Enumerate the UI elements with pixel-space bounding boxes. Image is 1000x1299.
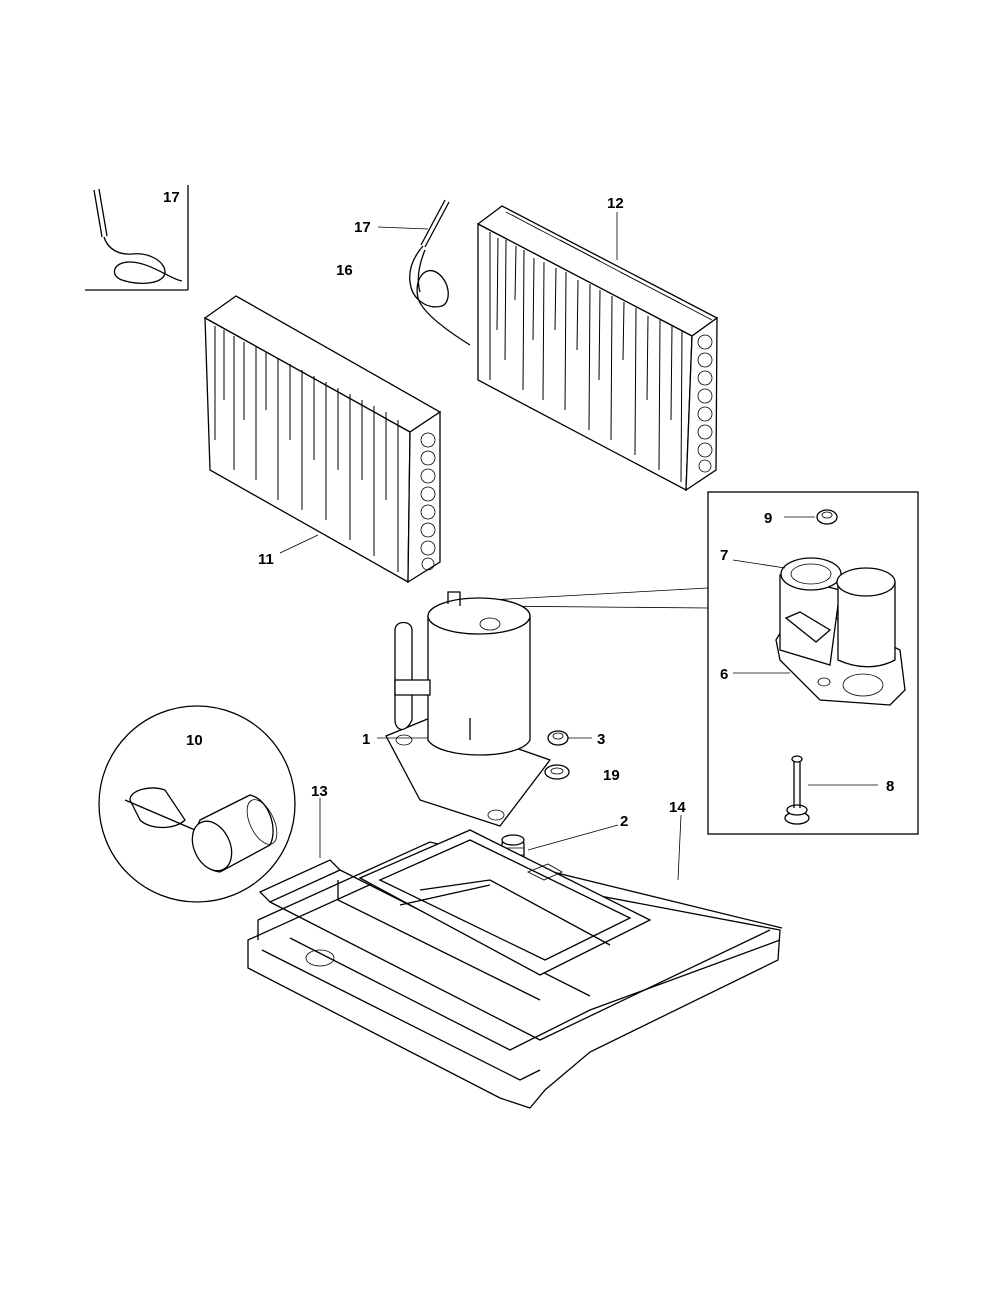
sensor-inset: 17	[85, 185, 189, 291]
coil-12-return-bends	[697, 334, 713, 473]
callout-19: 19	[603, 767, 620, 784]
callout-7: 7	[720, 547, 728, 564]
callout-17: 17	[354, 219, 371, 236]
callout-10: 10	[186, 732, 203, 749]
nut-3	[547, 730, 569, 746]
coil-11	[203, 295, 442, 584]
callout-1: 1	[362, 731, 370, 748]
callout-6: 6	[720, 666, 728, 683]
coil-11-return-bends	[420, 432, 436, 571]
callout-8: 8	[886, 778, 894, 795]
sensor-bulb	[409, 199, 471, 346]
nut-9	[816, 509, 838, 525]
coil-12	[476, 205, 719, 492]
washer-19	[544, 764, 570, 780]
callout-3: 3	[597, 731, 605, 748]
callout-11: 11	[258, 551, 274, 568]
detail-inset-box	[707, 491, 919, 835]
callout-9: 9	[764, 510, 772, 527]
callout-13: 13	[311, 783, 328, 800]
callout-17-inset: 17	[163, 189, 180, 206]
base-pan-13	[247, 829, 783, 1109]
mount-bracket-6-7	[775, 557, 906, 706]
capacitor-inset	[98, 705, 296, 903]
callout-2: 2	[620, 813, 628, 830]
callout-14: 14	[669, 799, 686, 816]
callout-12: 12	[607, 195, 624, 212]
compressor-1	[385, 591, 552, 827]
coil-12-top-fins	[505, 211, 713, 321]
sensor-bulb-inset	[93, 188, 183, 284]
bolt-8	[784, 755, 810, 825]
callout-16: 16	[336, 262, 353, 279]
